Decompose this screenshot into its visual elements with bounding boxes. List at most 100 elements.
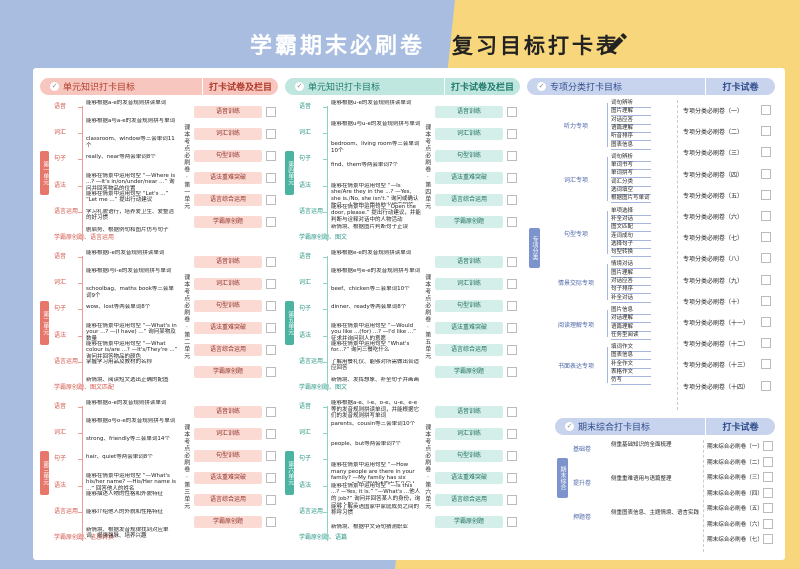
- check-box[interactable]: [761, 338, 771, 349]
- checklist-item[interactable]: 学霸原创题: [194, 366, 262, 378]
- checklist-item[interactable]: 词汇训练: [194, 278, 262, 290]
- check-box[interactable]: [761, 317, 771, 327]
- check-box[interactable]: [507, 429, 517, 439]
- checklist-item[interactable]: 学霸原创题: [435, 516, 503, 528]
- checklist-item[interactable]: 语言综合运用: [194, 494, 262, 506]
- check-box[interactable]: [761, 253, 771, 264]
- check-box[interactable]: [507, 173, 517, 183]
- check-box[interactable]: [761, 211, 771, 221]
- check-box[interactable]: [761, 380, 771, 391]
- check-box[interactable]: [266, 323, 276, 333]
- checklist-item[interactable]: 语法重难突破: [194, 472, 262, 484]
- check-box[interactable]: [266, 129, 276, 139]
- check-box[interactable]: [266, 217, 276, 227]
- checklist-item[interactable]: 语音训练: [194, 106, 262, 118]
- check-box[interactable]: [507, 323, 517, 333]
- exam-name: 专项分类必刷卷（三）: [683, 150, 744, 158]
- checklist-item[interactable]: 语音训练: [194, 406, 262, 418]
- check-box[interactable]: [266, 451, 276, 461]
- check-box[interactable]: [266, 301, 276, 311]
- check-box[interactable]: [266, 151, 276, 161]
- check-box[interactable]: [761, 232, 771, 243]
- check-box[interactable]: [507, 279, 517, 289]
- checklist-item[interactable]: 语言综合运用: [435, 494, 503, 506]
- check-box[interactable]: [266, 257, 276, 267]
- skill-item: 词汇分类: [611, 179, 651, 187]
- check-box[interactable]: [266, 517, 276, 527]
- check-box[interactable]: [266, 367, 276, 377]
- checklist-item[interactable]: 句型训练: [435, 300, 503, 312]
- check-box[interactable]: [761, 168, 771, 179]
- exam-name: 专项分类必刷卷（十）: [683, 298, 744, 306]
- checklist-item[interactable]: 语言综合运用: [435, 344, 503, 356]
- check-box[interactable]: [507, 451, 517, 461]
- checklist-item[interactable]: 语音训练: [435, 256, 503, 268]
- check-box[interactable]: [507, 129, 517, 139]
- bracket-line: [607, 156, 608, 201]
- check-box[interactable]: [763, 503, 773, 513]
- checklist-item[interactable]: 语言综合运用: [194, 194, 262, 206]
- checklist-item[interactable]: 语法重难突破: [435, 472, 503, 484]
- checklist-item[interactable]: 语法重难突破: [435, 172, 503, 184]
- check-box[interactable]: [266, 195, 276, 205]
- check-box[interactable]: [507, 345, 517, 355]
- checklist-item[interactable]: 句型训练: [194, 150, 262, 162]
- checklist-item[interactable]: 语音训练: [435, 406, 503, 418]
- check-box[interactable]: [507, 367, 517, 377]
- check-box[interactable]: [507, 517, 517, 527]
- checklist-item[interactable]: 句型训练: [435, 150, 503, 162]
- check-box[interactable]: [507, 257, 517, 267]
- check-box[interactable]: [507, 407, 517, 417]
- check-box[interactable]: [266, 473, 276, 483]
- check-box[interactable]: [761, 189, 771, 200]
- check-box[interactable]: [761, 105, 771, 115]
- page-title-right: 复习目标打卡表: [452, 34, 620, 58]
- checklist-item[interactable]: 词汇训练: [435, 128, 503, 140]
- check-box[interactable]: [507, 473, 517, 483]
- check-box[interactable]: [266, 345, 276, 355]
- check-box[interactable]: [507, 301, 517, 311]
- check-box[interactable]: [266, 279, 276, 289]
- checklist-item[interactable]: 句型训练: [194, 450, 262, 462]
- checklist-item[interactable]: 语言综合运用: [435, 194, 503, 206]
- check-box[interactable]: [761, 126, 771, 137]
- checklist-item[interactable]: 句型训练: [435, 450, 503, 462]
- check-box[interactable]: [763, 534, 773, 544]
- checklist-item[interactable]: 词汇训练: [194, 128, 262, 140]
- check-box[interactable]: [507, 217, 517, 227]
- check-box[interactable]: [266, 495, 276, 505]
- checklist-item[interactable]: 词汇训练: [435, 278, 503, 290]
- checklist-item[interactable]: 词汇训练: [435, 428, 503, 440]
- checklist-item[interactable]: 句型训练: [194, 300, 262, 312]
- checklist-item[interactable]: 学霸原创题: [435, 366, 503, 378]
- checklist-item[interactable]: 语音训练: [194, 256, 262, 268]
- category-label: 词汇: [54, 129, 67, 137]
- check-box[interactable]: [761, 147, 771, 158]
- check-box[interactable]: [507, 195, 517, 205]
- check-box[interactable]: [763, 472, 773, 482]
- check-box[interactable]: [507, 151, 517, 161]
- check-box[interactable]: [507, 495, 517, 505]
- checklist-item[interactable]: 语言综合运用: [194, 344, 262, 356]
- check-box[interactable]: [763, 456, 773, 467]
- check-box[interactable]: [763, 518, 773, 529]
- checklist-item[interactable]: 语法重难突破: [435, 322, 503, 334]
- check-box[interactable]: [761, 274, 771, 285]
- check-box[interactable]: [266, 173, 276, 183]
- check-box[interactable]: [266, 429, 276, 439]
- check-box[interactable]: [761, 359, 771, 370]
- check-box[interactable]: [761, 295, 771, 306]
- check-box[interactable]: [763, 441, 773, 451]
- column-header: ✓期末综合打卡目标 打卡试卷: [555, 418, 775, 435]
- checklist-item[interactable]: 学霸原创题: [194, 216, 262, 228]
- check-box[interactable]: [266, 407, 276, 417]
- checklist-item[interactable]: 语法重难突破: [194, 322, 262, 334]
- checklist-item[interactable]: 词汇训练: [194, 428, 262, 440]
- check-box[interactable]: [763, 487, 773, 498]
- checklist-item[interactable]: 语音训练: [435, 106, 503, 118]
- check-box[interactable]: [266, 107, 276, 117]
- checklist-item[interactable]: 语法重难突破: [194, 172, 262, 184]
- check-box[interactable]: [507, 107, 517, 117]
- checklist-item[interactable]: 学霸原创题: [435, 216, 503, 228]
- checklist-item[interactable]: 学霸原创题: [194, 516, 262, 528]
